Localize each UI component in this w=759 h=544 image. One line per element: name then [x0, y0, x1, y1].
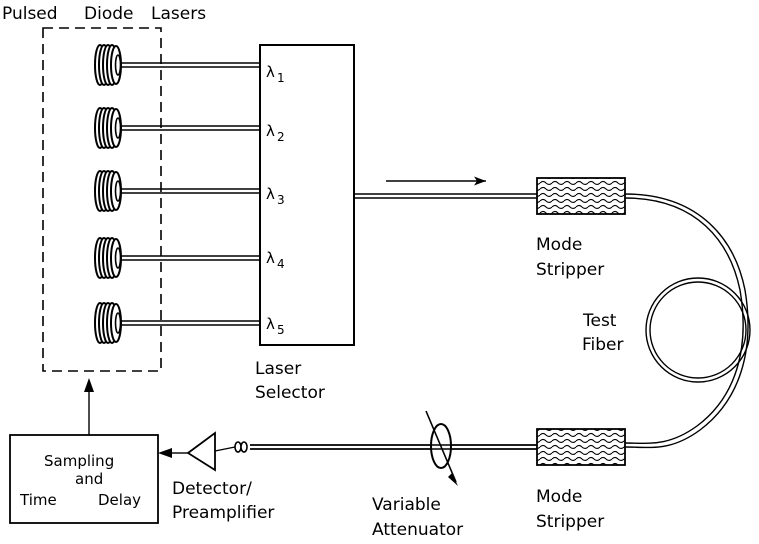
sampling-label-3b: Delay — [98, 491, 141, 509]
test-fiber-label-2: Fiber — [582, 335, 624, 355]
svg-text:λ: λ — [266, 63, 275, 81]
connector-link — [214, 446, 236, 452]
laser-diode-1 — [94, 44, 122, 86]
svg-text:4: 4 — [277, 257, 285, 271]
svg-text:3: 3 — [277, 193, 285, 207]
laser-diode-4 — [94, 237, 122, 279]
variable-attenuator-label-2: Attenuator — [372, 520, 463, 540]
laser-diode-5 — [94, 302, 122, 344]
mode-stripper-bottom-label-1: Mode — [536, 487, 582, 507]
variable-attenuator-label-1: Variable — [372, 495, 441, 515]
signal-arrow — [158, 448, 188, 458]
laser-selector-box — [259, 44, 355, 346]
laser-fibers — [120, 62, 260, 326]
variable-attenuator-symbol — [250, 410, 537, 486]
sampling-box — [9, 434, 159, 524]
lambda-5: λ 5 — [266, 315, 285, 337]
laser-selector-label-2: Selector — [255, 383, 325, 403]
lambda-3: λ 3 — [266, 185, 285, 207]
svg-text:λ: λ — [266, 315, 275, 333]
mode-stripper-top-label-1: Mode — [536, 235, 582, 255]
laser-selector-label-1: Laser — [255, 359, 301, 379]
lambda-4: λ 4 — [266, 249, 285, 271]
header-lasers: Lasers — [151, 4, 206, 24]
detector-connector — [234, 441, 248, 453]
laser-diode-3 — [94, 170, 122, 212]
output-fiber — [354, 193, 537, 199]
detector-label-1: Detector/ — [172, 479, 252, 499]
svg-text:1: 1 — [277, 71, 285, 85]
test-fiber-label-1: Test — [582, 311, 617, 331]
sampling-label-1: Sampling — [44, 452, 114, 470]
svg-text:λ: λ — [266, 122, 275, 140]
header-pulsed: Pulsed — [2, 4, 58, 24]
lambda-2: λ 2 — [266, 122, 285, 144]
lambda-1: λ 1 — [266, 63, 285, 85]
svg-text:5: 5 — [277, 323, 285, 337]
mode-stripper-bottom — [536, 428, 626, 466]
sampling-label-3a: Time — [19, 491, 57, 509]
trigger-arrow — [84, 378, 94, 435]
svg-text:2: 2 — [277, 130, 285, 144]
sampling-label-2: and — [75, 470, 103, 488]
mode-stripper-top-label-2: Stripper — [536, 260, 604, 280]
mode-stripper-bottom-label-2: Stripper — [536, 512, 604, 532]
detector-label-2: Preamplifier — [172, 503, 274, 523]
svg-text:λ: λ — [266, 249, 275, 267]
light-direction-arrow — [386, 176, 486, 186]
mode-stripper-top — [536, 177, 626, 215]
svg-text:λ: λ — [266, 185, 275, 203]
preamplifier-symbol — [186, 431, 216, 472]
test-fiber-path — [624, 193, 751, 449]
laser-enclosure — [42, 27, 162, 372]
header-diode: Diode — [84, 4, 133, 24]
laser-diode-2 — [94, 107, 122, 149]
